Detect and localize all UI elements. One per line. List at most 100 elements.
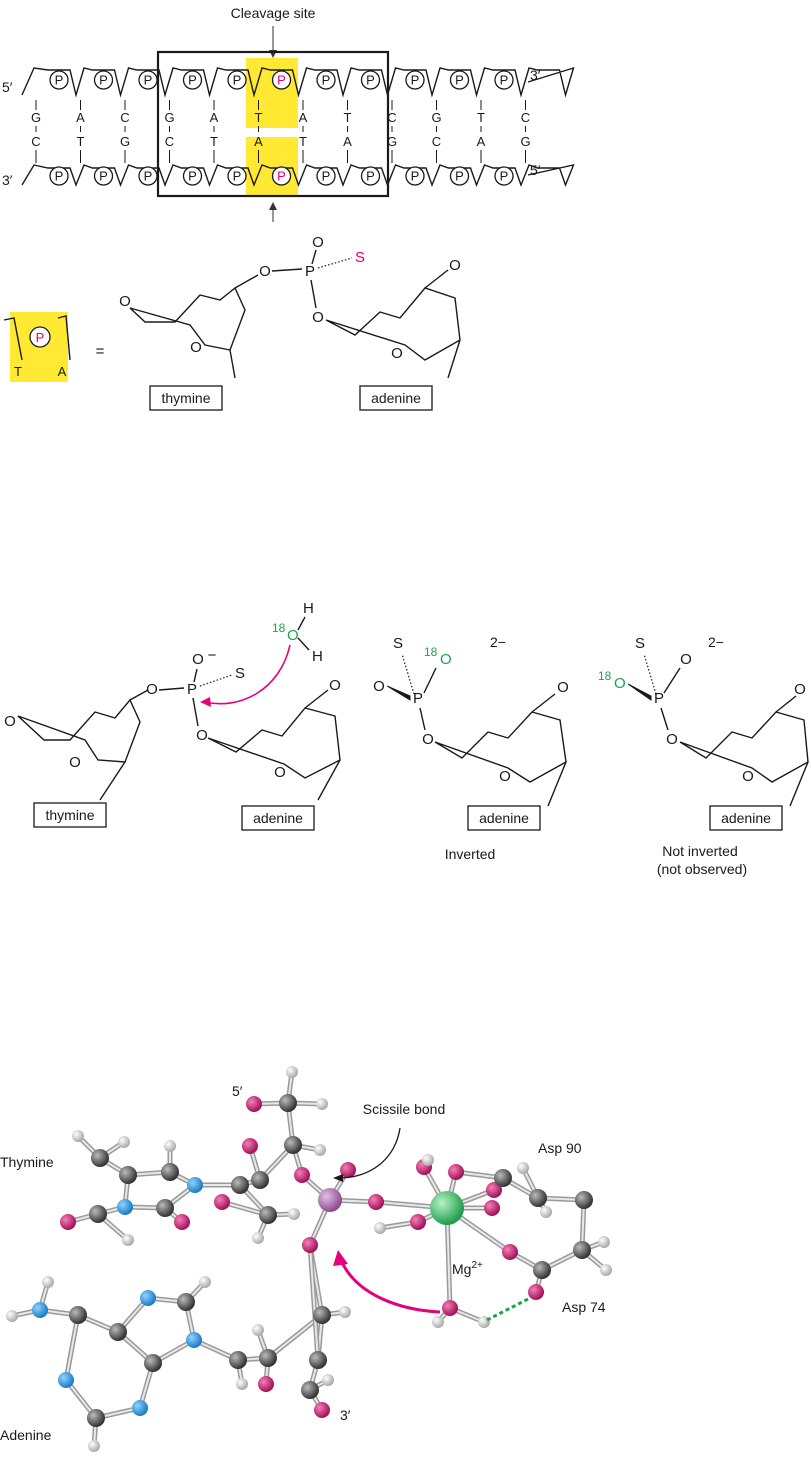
top-base: A — [76, 110, 85, 125]
label-mg: Mg2+ — [452, 1260, 483, 1277]
carbon-atom — [91, 1149, 109, 1167]
hydrogen-atom — [339, 1306, 351, 1318]
top-base: G — [431, 110, 441, 125]
bottom-3prime: 3′ — [2, 172, 13, 188]
b1-minus: − — [208, 647, 217, 664]
magnesium-ion — [430, 1191, 464, 1225]
phosphate-circle — [405, 166, 425, 186]
top-backbone — [21, 66, 575, 98]
ninv-s: S — [635, 635, 645, 652]
panel-b-mechanism: 18 O H H O O O P O − S O O O thymine ade… — [4, 600, 809, 877]
oxygen-atom — [174, 1214, 190, 1230]
phosphate-circle — [360, 166, 381, 186]
adenine-box — [359, 385, 433, 411]
phosphate-label: P — [366, 73, 375, 88]
phosphate-circle — [93, 70, 114, 90]
hbond-dashed — [486, 1296, 531, 1322]
sa-o-ring1: O — [190, 339, 202, 356]
oxygen-atom — [448, 1164, 464, 1180]
scissile-arrow — [337, 1127, 401, 1179]
phosphate-label: P — [55, 73, 64, 88]
label-adenine: Adenine — [0, 1427, 52, 1443]
phosphate-circle — [138, 166, 158, 186]
carbon-atom — [231, 1176, 249, 1194]
legend-base-a: A — [58, 364, 67, 379]
bond-stick — [309, 1244, 319, 1361]
hydrogen-atom — [540, 1206, 552, 1218]
bottom-base: C — [432, 134, 441, 149]
phosphate-label: P — [411, 73, 420, 88]
nitrogen-atom — [140, 1290, 156, 1306]
hydrogen-atom — [72, 1130, 84, 1142]
phosphate-label: P — [277, 73, 286, 88]
b-adenine-box-1 — [241, 805, 315, 831]
oxygen-atom — [258, 1376, 274, 1392]
label-asp90: Asp 90 — [538, 1140, 582, 1156]
b-adenine-label-2: adenine — [479, 810, 529, 826]
phosphate-label: P — [366, 169, 375, 184]
inv-charge: 2− — [490, 634, 506, 650]
phosphate-label: P — [144, 169, 153, 184]
ninv-o18: O — [614, 675, 626, 692]
phosphorus-atom — [318, 1188, 342, 1212]
inv-s: S — [393, 635, 403, 652]
mg-charge: 2+ — [471, 1260, 483, 1271]
nitrogen-atom — [32, 1302, 48, 1318]
oxygen-atom — [528, 1284, 544, 1300]
oxygen-atom — [242, 1138, 258, 1154]
label-scissile-bond: Scissile bond — [363, 1101, 446, 1117]
phosphate-circle — [494, 166, 514, 186]
carbon-atom — [229, 1351, 247, 1369]
phosphate-label: P — [188, 73, 197, 88]
hydrogen-atom — [374, 1222, 386, 1234]
phosphate-circle — [405, 70, 425, 90]
carbon-atom — [161, 1163, 179, 1181]
inv-isotope: 18 — [424, 645, 438, 659]
oxygen-atom — [302, 1237, 318, 1253]
carbon-atom — [301, 1381, 319, 1399]
cleavage-site-label: Cleavage site — [231, 5, 316, 21]
hydrogen-atom — [236, 1378, 248, 1390]
phosphate-label: P — [455, 73, 464, 88]
ninv-p: P — [654, 690, 664, 707]
hydrogen-atom — [422, 1154, 434, 1166]
top-base: T — [255, 110, 263, 125]
phosphate-label: P — [322, 73, 331, 88]
oxygen-atom — [502, 1244, 518, 1260]
b-adenine-box-3 — [709, 805, 783, 831]
phosphate-circle — [271, 70, 292, 90]
oxygen-atom — [60, 1214, 76, 1230]
top-base: C — [387, 110, 396, 125]
water-h2: H — [312, 648, 323, 665]
phosphate-circle — [93, 166, 114, 186]
thymine-box-label: thymine — [161, 390, 210, 406]
oxygen-atom — [410, 1214, 426, 1230]
top-base: T — [344, 110, 352, 125]
sa-p: P — [305, 263, 315, 280]
hydrogen-atom — [598, 1236, 610, 1248]
sa-o-top: O — [312, 234, 324, 251]
label-3prime: 3′ — [340, 1407, 351, 1423]
phosphate-circle — [316, 166, 336, 186]
carbon-atom — [279, 1094, 297, 1112]
top-base: G — [31, 110, 41, 125]
b1-p: P — [187, 681, 197, 698]
top-5prime: 5′ — [2, 79, 13, 95]
carbon-atom — [259, 1206, 277, 1224]
oxygen-atom — [486, 1182, 502, 1198]
oxygen-atom — [484, 1200, 500, 1216]
b1-o-top: O — [192, 651, 204, 668]
b-adenine-label-3: adenine — [721, 810, 771, 826]
bottom-base: A — [343, 134, 352, 149]
b1-o-ring2: O — [274, 764, 286, 781]
carbon-atom — [69, 1306, 87, 1324]
legend-base-t: T — [14, 364, 22, 379]
carbon-atom — [313, 1306, 331, 1324]
carbon-atom — [575, 1191, 593, 1209]
inv-p: P — [413, 690, 423, 707]
carbon-atom — [89, 1205, 107, 1223]
legend-phosphate — [29, 326, 51, 348]
panel-c-ball-and-stick: 5′ 3′ Scissile bond Asp 90 Asp 74 Thymin… — [0, 1066, 612, 1452]
phosphate-label: P — [277, 169, 286, 184]
